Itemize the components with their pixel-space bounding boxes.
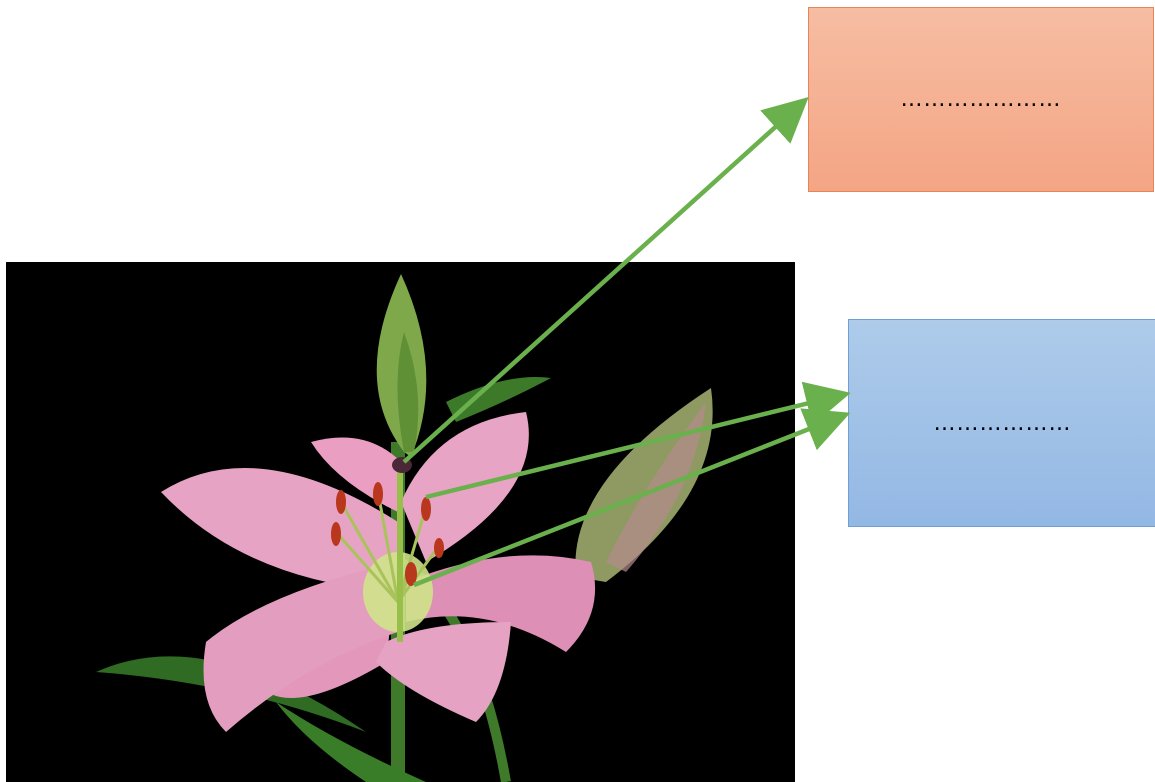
label-box-bottom-text: ………………	[933, 410, 1072, 436]
label-box-top: …………………	[808, 7, 1154, 192]
lily-photo	[6, 262, 795, 782]
label-box-top-text: …………………	[900, 87, 1062, 112]
lily-illustration	[96, 274, 713, 782]
label-box-bottom: ………………	[848, 319, 1155, 527]
